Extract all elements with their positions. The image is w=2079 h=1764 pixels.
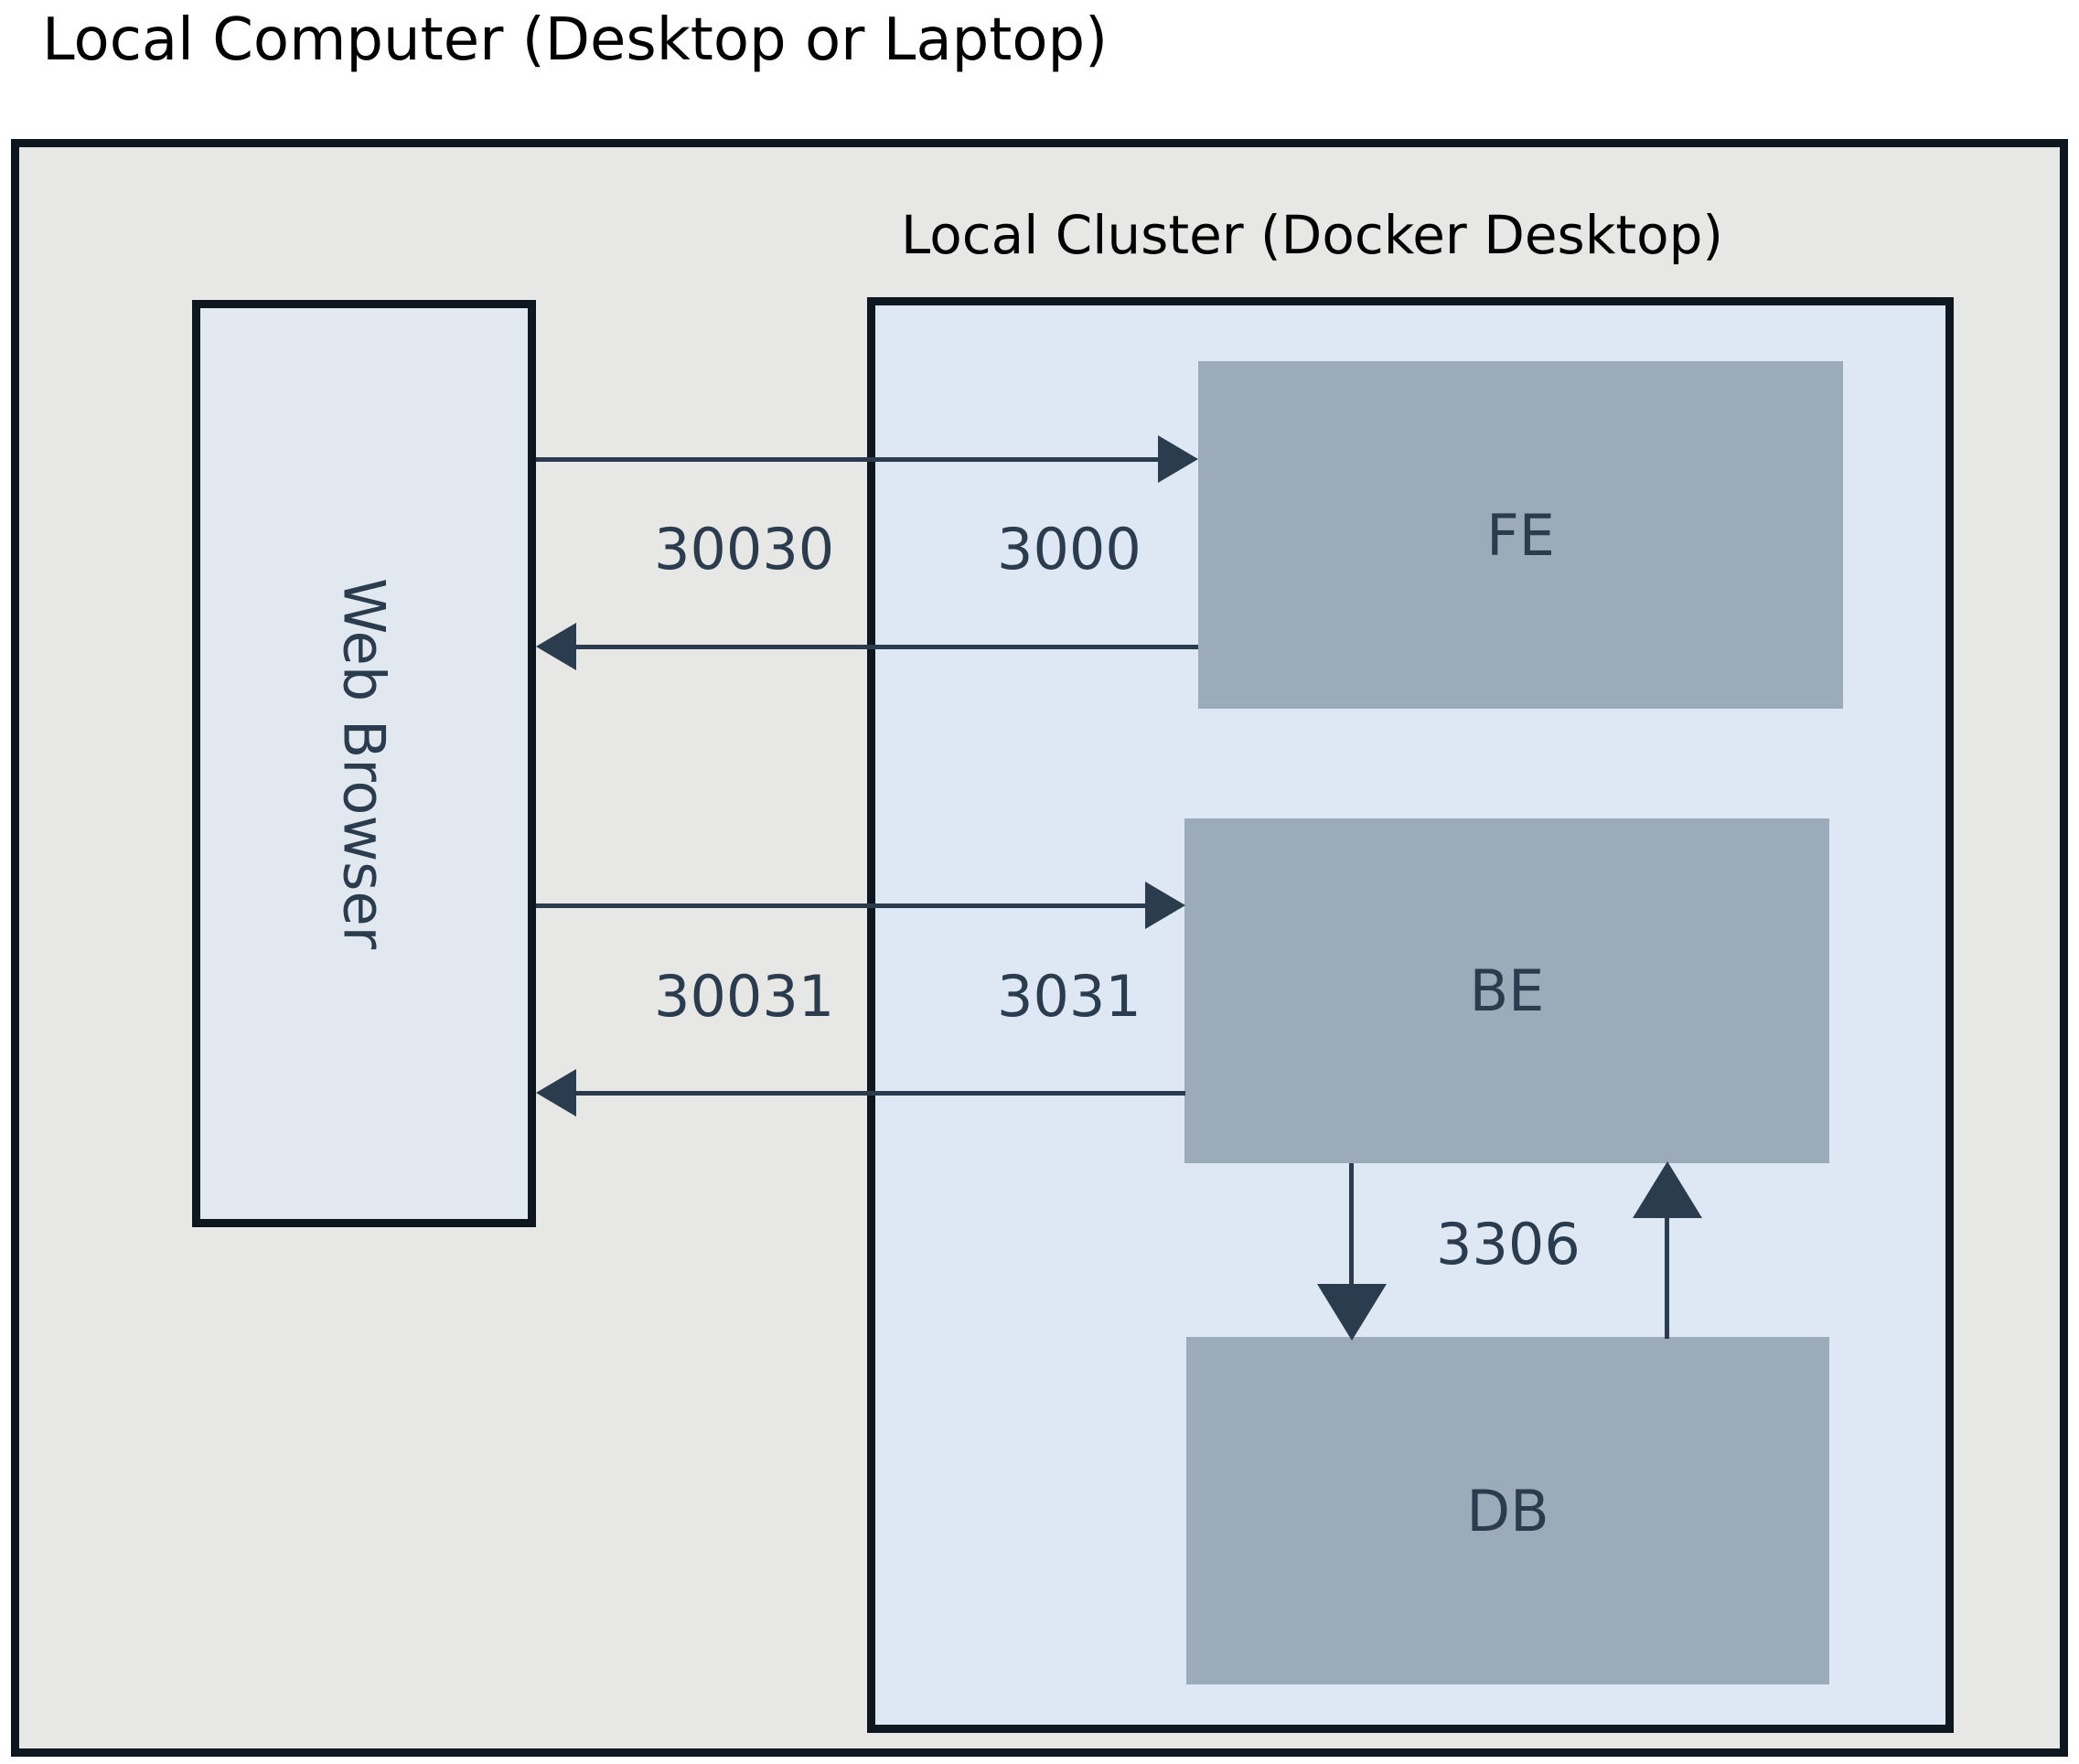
fe-to-browser-line	[576, 645, 1198, 649]
port-label-db: 3306	[1436, 1211, 1581, 1278]
be-to-browser-arrowhead	[536, 1069, 576, 1117]
port-label-be-external: 30031	[654, 963, 835, 1030]
fe-service-node[interactable]: FE	[1198, 361, 1843, 709]
fe-service-label: FE	[1486, 501, 1555, 569]
be-to-db-line	[1349, 1163, 1354, 1291]
fe-to-browser-arrowhead	[536, 623, 576, 670]
web-browser-node[interactable]: Web Browser	[192, 300, 536, 1227]
db-to-be-line	[1665, 1216, 1669, 1339]
port-label-be-internal: 3031	[997, 963, 1141, 1030]
port-label-fe-internal: 3000	[997, 516, 1141, 583]
port-label-fe-external: 30030	[654, 516, 835, 583]
db-service-label: DB	[1466, 1477, 1549, 1545]
browser-to-be-arrowhead	[1145, 882, 1185, 929]
be-to-browser-line	[576, 1091, 1185, 1096]
be-service-node[interactable]: BE	[1184, 818, 1829, 1163]
be-service-label: BE	[1469, 957, 1545, 1024]
db-service-node[interactable]: DB	[1186, 1337, 1829, 1684]
browser-to-be-line	[536, 903, 1145, 908]
local-cluster-title: Local Cluster (Docker Desktop)	[901, 204, 1724, 266]
browser-to-fe-arrowhead	[1158, 435, 1198, 483]
db-to-be-arrowhead	[1633, 1161, 1702, 1218]
be-to-db-arrowhead	[1317, 1284, 1387, 1341]
local-computer-title: Local Computer (Desktop or Laptop)	[42, 6, 1109, 74]
browser-to-fe-line	[536, 457, 1158, 462]
web-browser-label: Web Browser	[330, 577, 398, 950]
